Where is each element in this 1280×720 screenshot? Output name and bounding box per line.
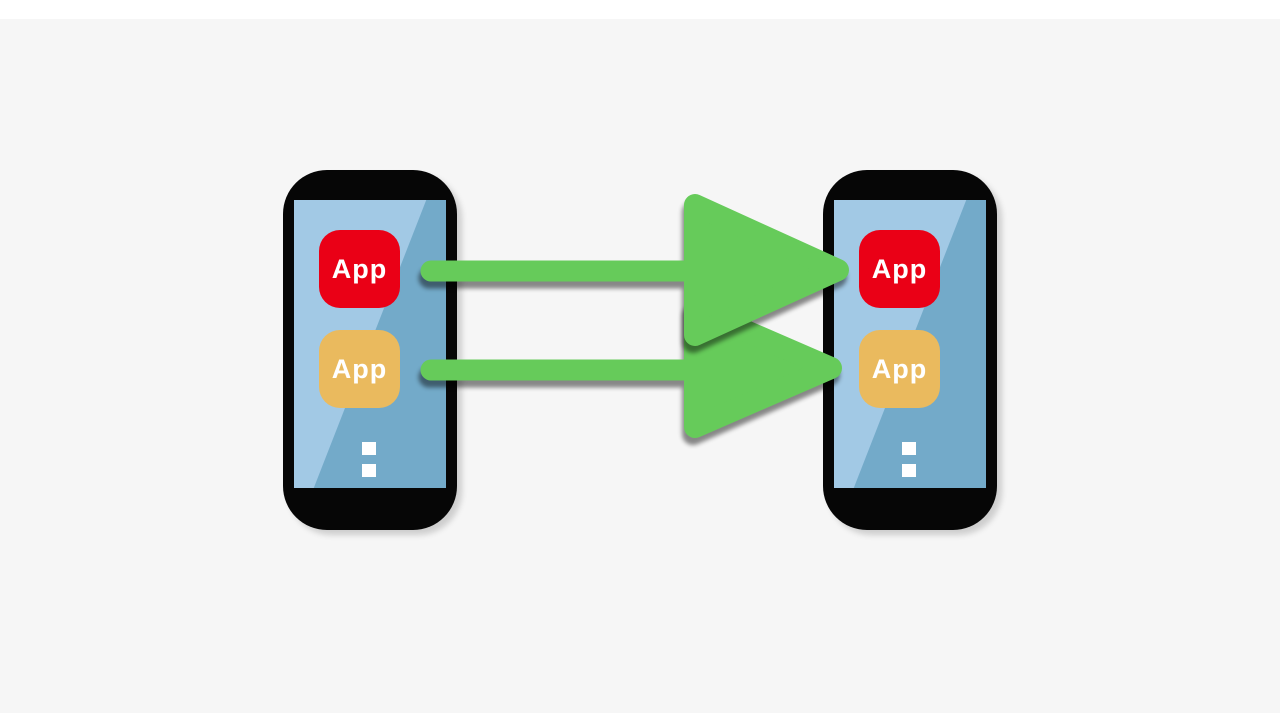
app-icon-label: App: [871, 353, 928, 384]
app-icon-label: App: [331, 353, 388, 384]
app-icon-red: App: [859, 230, 940, 308]
target-phone-screen: App App: [834, 200, 986, 488]
app-icon-gold: App: [859, 330, 940, 408]
gray-background: [0, 19, 1280, 713]
source-phone: App App: [283, 170, 457, 530]
target-phone: App App: [823, 170, 997, 530]
app-icon-label: App: [871, 253, 928, 284]
app-icon-label: App: [331, 253, 388, 284]
app-icon-red: App: [319, 230, 400, 308]
source-phone-screen: App App: [294, 200, 446, 488]
more-apps-ellipsis-icon: [362, 442, 376, 486]
more-apps-ellipsis-icon: [902, 442, 916, 486]
app-icon-gold: App: [319, 330, 400, 408]
